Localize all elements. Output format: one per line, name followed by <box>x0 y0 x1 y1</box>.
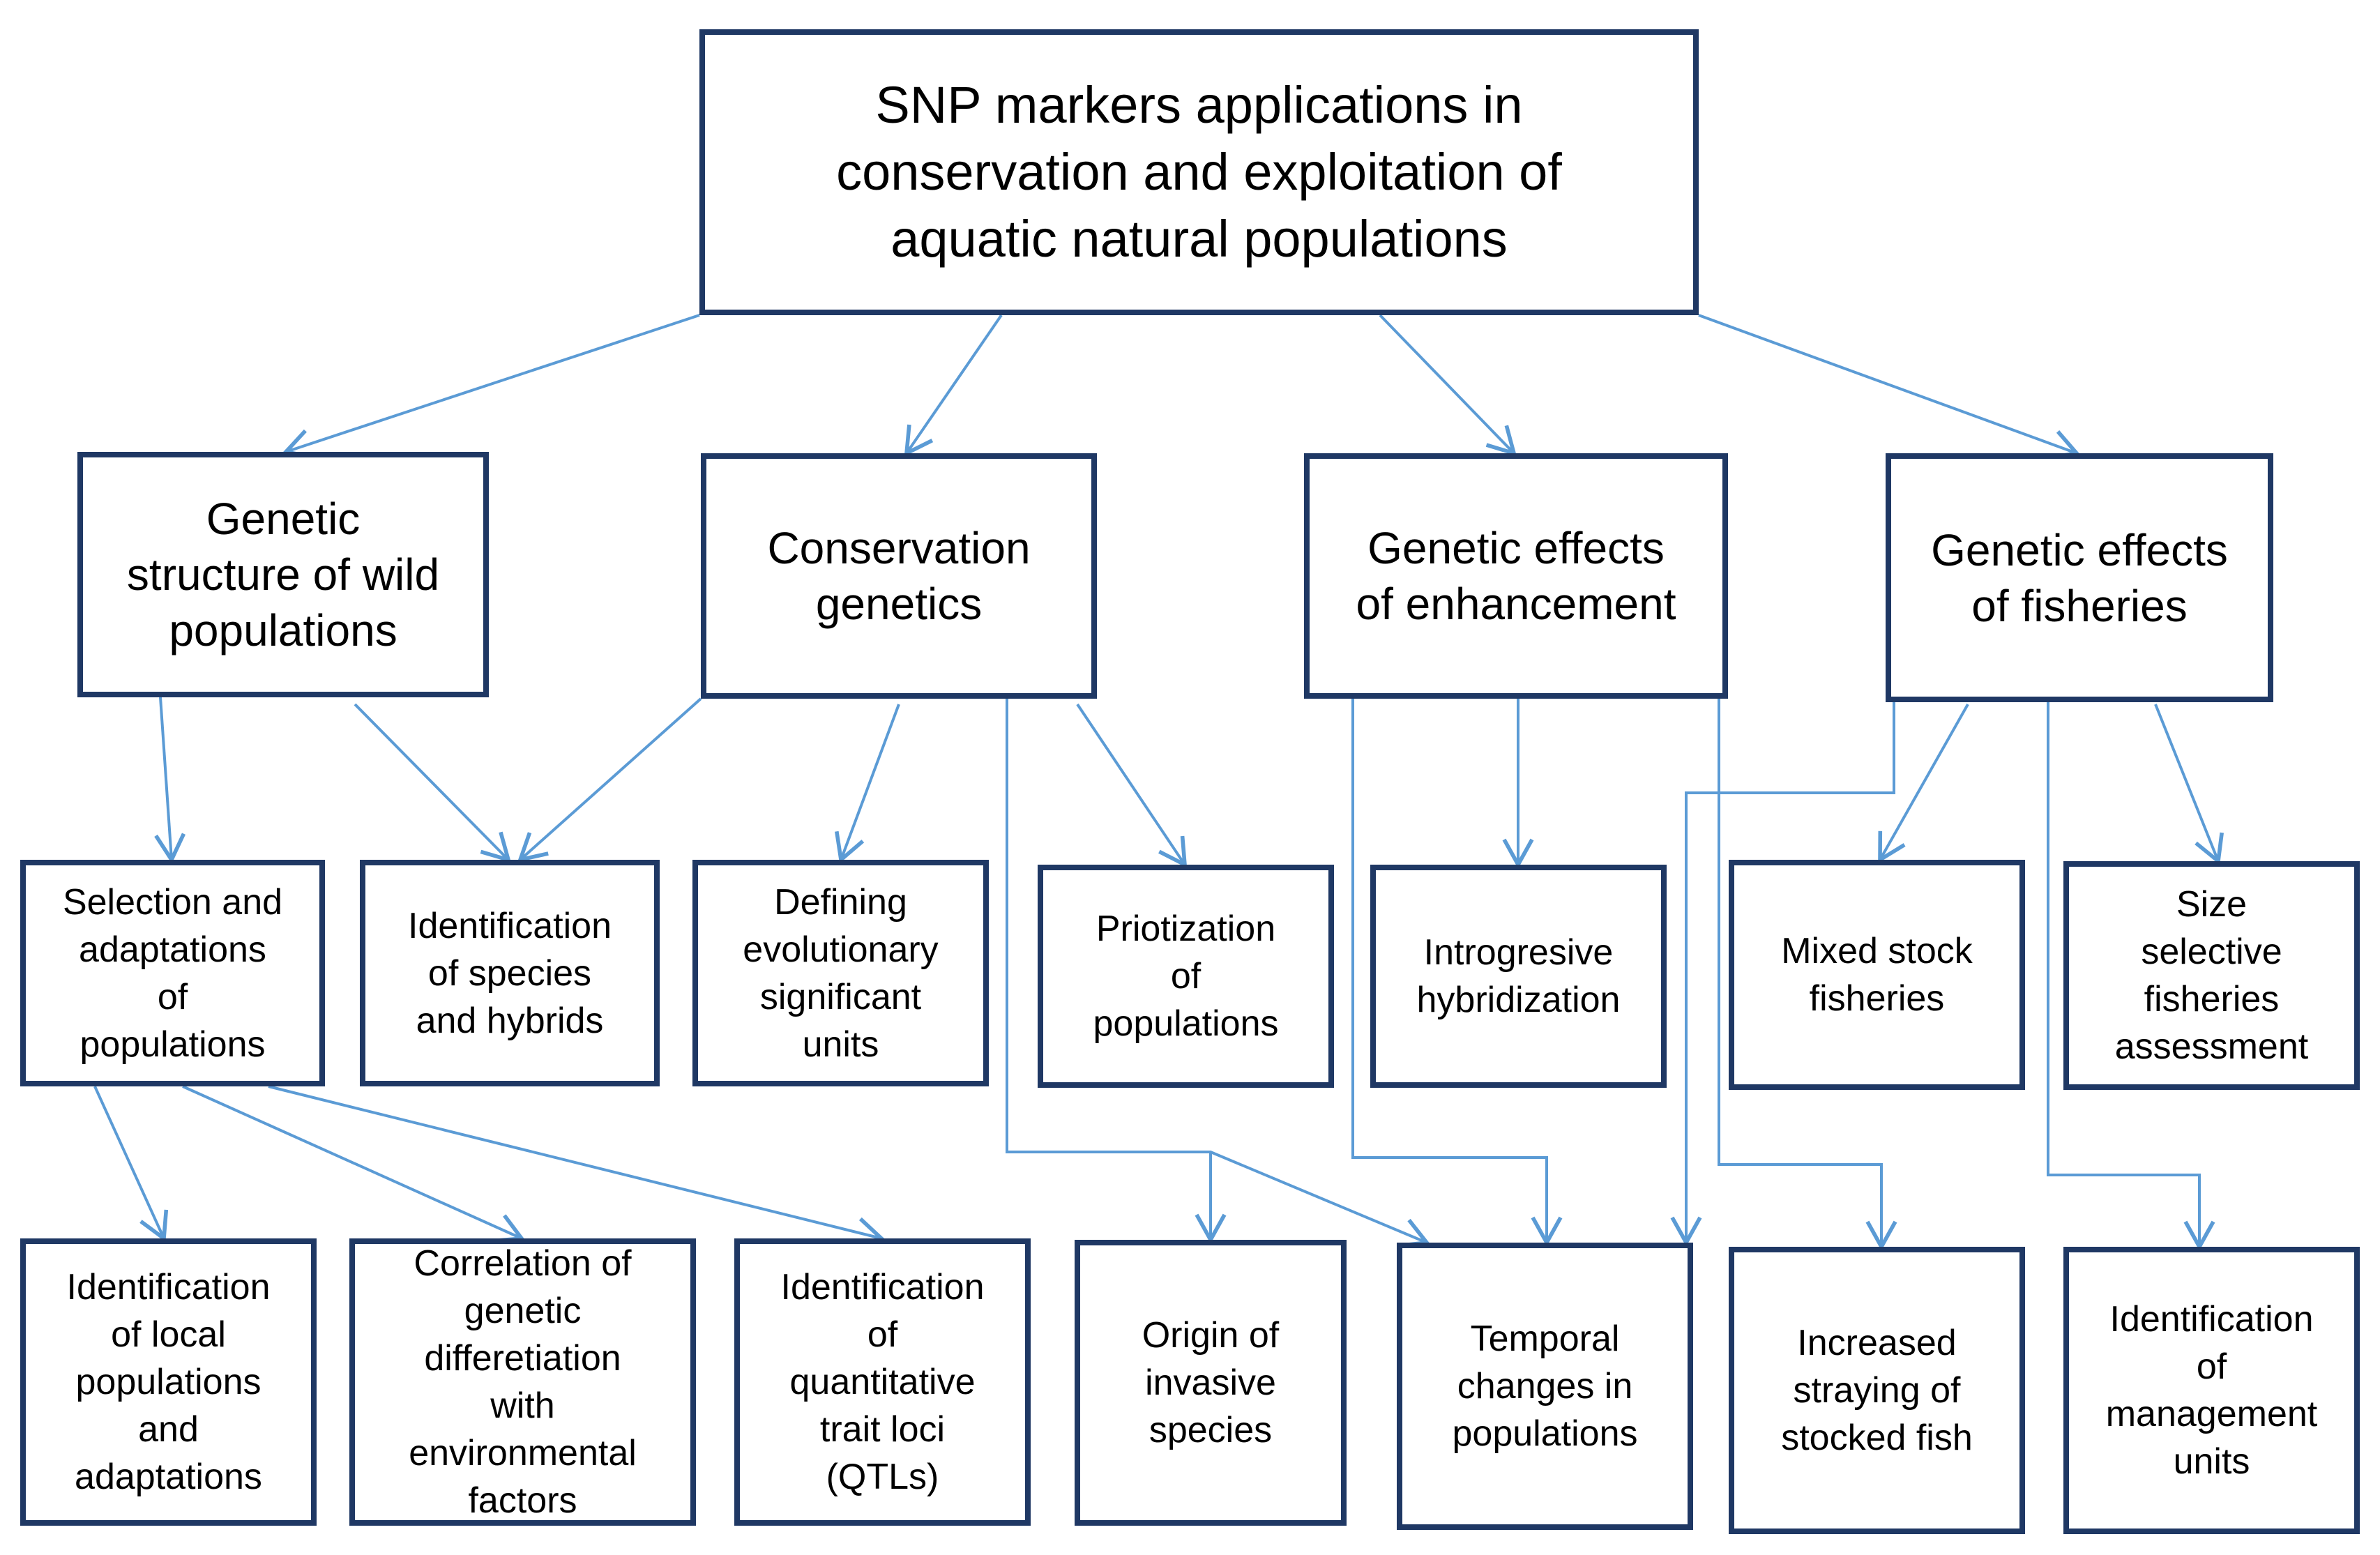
node-label: Identification of species and hybrids <box>408 905 612 1041</box>
connector-selection-qtls <box>268 1085 886 1248</box>
node-increased-straying: Increased straying of stocked fish <box>1729 1247 2025 1534</box>
node-species-hybrids: Identification of species and hybrids <box>360 860 660 1086</box>
node-label: Identification of local populations and … <box>66 1267 271 1497</box>
connector-root-enhancement <box>1379 314 1517 457</box>
node-label: Mixed stock fisheries <box>1781 931 1973 1019</box>
node-mixed-stock: Mixed stock fisheries <box>1729 860 2025 1090</box>
category-label: Genetic structure of wild populations <box>126 494 440 655</box>
node-temporal-changes: Temporal changes in populations <box>1397 1243 1693 1530</box>
node-management-units: Identification of management units <box>2063 1247 2360 1534</box>
node-qtls: Identification of quantitative trait loc… <box>734 1238 1031 1526</box>
connector-structure-selection <box>154 697 186 864</box>
node-size-selective: Size selective fisheries assessment <box>2063 861 2360 1090</box>
node-selection-adaptations: Selection and adaptations of populations <box>20 860 325 1086</box>
category-label: Conservation genetics <box>767 523 1031 629</box>
node-label: Temporal changes in populations <box>1452 1319 1638 1454</box>
connector-fisheries-mixed <box>1878 704 1969 864</box>
category-label: Genetic effects of enhancement <box>1356 523 1676 629</box>
category-fisheries: Genetic effects of fisheries <box>1886 453 2273 702</box>
connector-root-structure <box>282 314 700 460</box>
node-label: Size selective fisheries assessment <box>2114 884 2309 1067</box>
category-genetic-structure: Genetic structure of wild populations <box>77 452 489 697</box>
node-correlation-environment: Correlation of genetic differetiation wi… <box>349 1238 696 1526</box>
node-evolutionary-units: Defining evolutionary significant units <box>692 860 989 1086</box>
root-node: SNP markers applications in conservation… <box>699 29 1699 315</box>
node-label: Identification of quantitative trait loc… <box>780 1267 985 1497</box>
node-label: Identification of management units <box>2105 1299 2318 1482</box>
connector-root-conservation <box>904 314 1003 457</box>
connector-fisheries-temporal <box>1670 702 1895 1247</box>
category-label: Genetic effects of fisheries <box>1931 524 2228 631</box>
node-label: Correlation of genetic differetiation wi… <box>409 1243 637 1521</box>
connector-structure-species <box>354 703 512 863</box>
node-label: Priotization of populations <box>1093 909 1279 1044</box>
connector-root-fisheries <box>1698 314 2081 460</box>
connector-conservation-species <box>517 697 702 863</box>
node-label: Increased straying of stocked fish <box>1781 1323 1973 1458</box>
node-label: Selection and adaptations of populations <box>62 881 283 1065</box>
node-invasive-species: Origin of invasive species <box>1075 1240 1347 1526</box>
category-conservation-genetics: Conservation genetics <box>701 453 1097 699</box>
node-label: Defining evolutionary significant units <box>743 881 939 1065</box>
root-node-label: SNP markers applications in conservation… <box>836 76 1562 268</box>
connector-selection-correlation <box>182 1085 526 1243</box>
connector-conservation-invasive-temporal <box>1006 699 1431 1248</box>
connector-conservation-evolutionary <box>835 704 900 864</box>
category-enhancement: Genetic effects of enhancement <box>1304 453 1728 699</box>
connector-fisheries-size <box>2154 704 2224 865</box>
connector-selection-local <box>93 1086 169 1243</box>
node-label: Origin of invasive species <box>1142 1315 1280 1450</box>
node-label: Introgresive hybridization <box>1416 932 1621 1020</box>
node-introgressive-hybridization: Introgresive hybridization <box>1370 865 1667 1088</box>
node-prioritization: Priotization of populations <box>1038 865 1334 1088</box>
connector-fisheries-management <box>2047 702 2215 1251</box>
connector-enhancement-temporal <box>1351 699 1563 1247</box>
node-local-populations: Identification of local populations and … <box>20 1238 317 1526</box>
connector-enhancement-straying <box>1718 699 1897 1251</box>
connector-conservation-prioritization <box>1076 703 1188 868</box>
